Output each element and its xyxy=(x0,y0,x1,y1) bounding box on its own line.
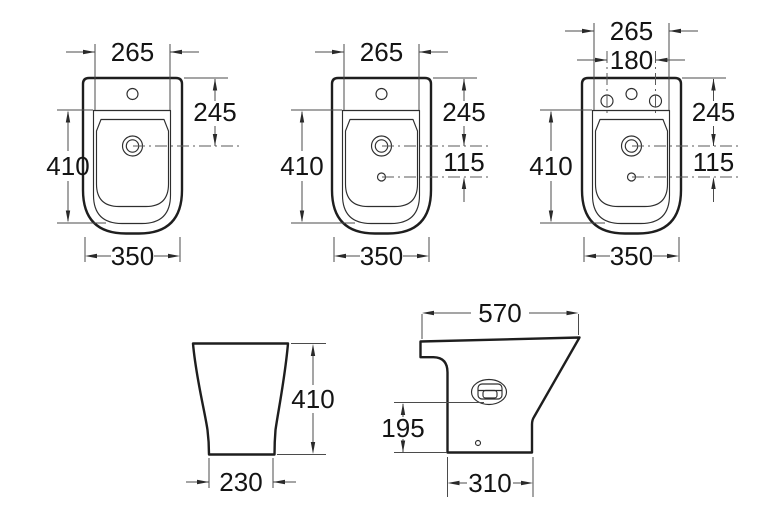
dim-width-bottom: 230 xyxy=(186,458,296,497)
dim-label-depth-bottom: 310 xyxy=(468,468,511,498)
outlet-socket-outer xyxy=(477,383,503,400)
front-view: 410 230 xyxy=(186,342,335,497)
dim-tap-spacing: 180 xyxy=(577,45,685,75)
bidet-front-outline xyxy=(191,342,290,456)
dim-length-left: 410 xyxy=(529,109,605,224)
dim-spray-offset: 115 xyxy=(693,147,734,202)
dim-depth-right: 245 xyxy=(682,77,735,146)
dim-label-length-left: 410 xyxy=(529,151,572,181)
plan-view-middle: 265 245 115 410 xyxy=(280,37,491,271)
dim-label-width-top: 265 xyxy=(360,37,403,67)
side-view: 570 195 310 xyxy=(381,298,581,498)
dim-label-depth-right: 245 xyxy=(193,97,236,127)
dim-depth-right: 245 xyxy=(184,77,237,146)
dim-label-width-bottom: 230 xyxy=(219,467,262,497)
dim-width-bottom: 350 xyxy=(333,237,430,271)
outlet-ellipse xyxy=(470,378,508,406)
dim-depth-right: 245 xyxy=(433,77,486,146)
dim-outlet-height: 195 xyxy=(381,402,484,453)
dim-label-width-bottom: 350 xyxy=(610,241,653,271)
dim-label-width-top: 265 xyxy=(111,37,154,67)
dim-width-top: 265 xyxy=(66,37,199,110)
bidet-side-outline xyxy=(419,336,581,454)
dim-label-depth-right: 245 xyxy=(692,97,735,127)
fixing-hole xyxy=(474,439,482,447)
dim-label-length-left: 410 xyxy=(280,151,323,181)
outlet-fitting xyxy=(470,378,508,406)
dim-label-length-left: 410 xyxy=(46,151,89,181)
dim-label-depth-top: 570 xyxy=(478,298,521,328)
dim-height-right: 410 xyxy=(277,343,335,455)
dim-width-bottom: 350 xyxy=(84,237,181,271)
dim-depth-top: 570 xyxy=(421,298,579,339)
dim-width-top: 265 xyxy=(565,16,698,110)
dim-label-outlet-height: 195 xyxy=(381,413,424,443)
dim-label-width-bottom: 350 xyxy=(111,241,154,271)
dim-width-bottom: 350 xyxy=(583,237,680,271)
outlet-socket-inner xyxy=(482,389,498,399)
dim-label-width-top: 265 xyxy=(610,16,653,46)
dim-label-depth-right: 245 xyxy=(442,97,485,127)
plan-view-right: 265 180 245 115 xyxy=(529,16,741,271)
dim-label-height-right: 410 xyxy=(291,384,334,414)
dim-length-left: 410 xyxy=(46,109,106,224)
dim-label-width-bottom: 350 xyxy=(360,241,403,271)
plan-view-left: 265 245 410 350 xyxy=(46,37,242,271)
dim-width-top: 265 xyxy=(315,37,448,110)
dim-spray-offset: 115 xyxy=(443,147,485,202)
dim-label-tap-spacing: 180 xyxy=(610,45,653,75)
dim-depth-bottom: 310 xyxy=(447,457,534,498)
dim-length-left: 410 xyxy=(280,109,355,224)
dim-label-spray-offset: 115 xyxy=(693,147,734,177)
dim-label-spray-offset: 115 xyxy=(443,147,484,177)
